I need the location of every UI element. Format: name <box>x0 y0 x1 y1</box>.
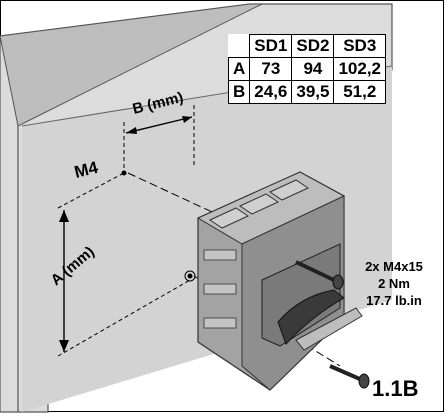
table-cell: 73 <box>249 57 293 81</box>
figure-id: 1.1B <box>372 376 419 401</box>
spec-torque-lbin: 17.7 lb.in <box>366 293 422 308</box>
dim-b-arrow <box>125 116 193 134</box>
table-cell: 102,2 <box>333 57 387 81</box>
spec-screw-count: 2x M4x15 <box>365 259 423 274</box>
upper-screw <box>295 260 344 290</box>
lower-screw <box>329 364 370 389</box>
table-header-row: SD1 SD2 SD3 <box>228 34 387 58</box>
table-row: A 73 94 102,2 <box>227 57 387 81</box>
col-header-sd3: SD3 <box>333 34 387 58</box>
upper-hole <box>121 170 127 176</box>
lower-hole <box>187 273 193 279</box>
switch-device <box>196 171 363 391</box>
spec-torque-nm: 2 Nm <box>378 276 410 291</box>
table-cell: 94 <box>291 57 335 81</box>
wall-top-edge <box>0 3 263 127</box>
table-row: B 24,6 39,5 51,2 <box>227 80 387 104</box>
table-cell: 24,6 <box>249 80 293 104</box>
table-cell: 39,5 <box>291 80 335 104</box>
row-label-b: B <box>227 80 251 104</box>
col-header-sd2: SD2 <box>291 34 335 58</box>
screw-spec: 2x M4x15 2 Nm 17.7 lb.in <box>346 258 442 309</box>
dimension-table: SD1 SD2 SD3 A 73 94 102,2 B 24,6 39,5 51… <box>227 34 387 104</box>
col-header-sd1: SD1 <box>249 34 293 58</box>
table-cell: 51,2 <box>333 80 387 104</box>
row-label-a: A <box>227 57 251 81</box>
